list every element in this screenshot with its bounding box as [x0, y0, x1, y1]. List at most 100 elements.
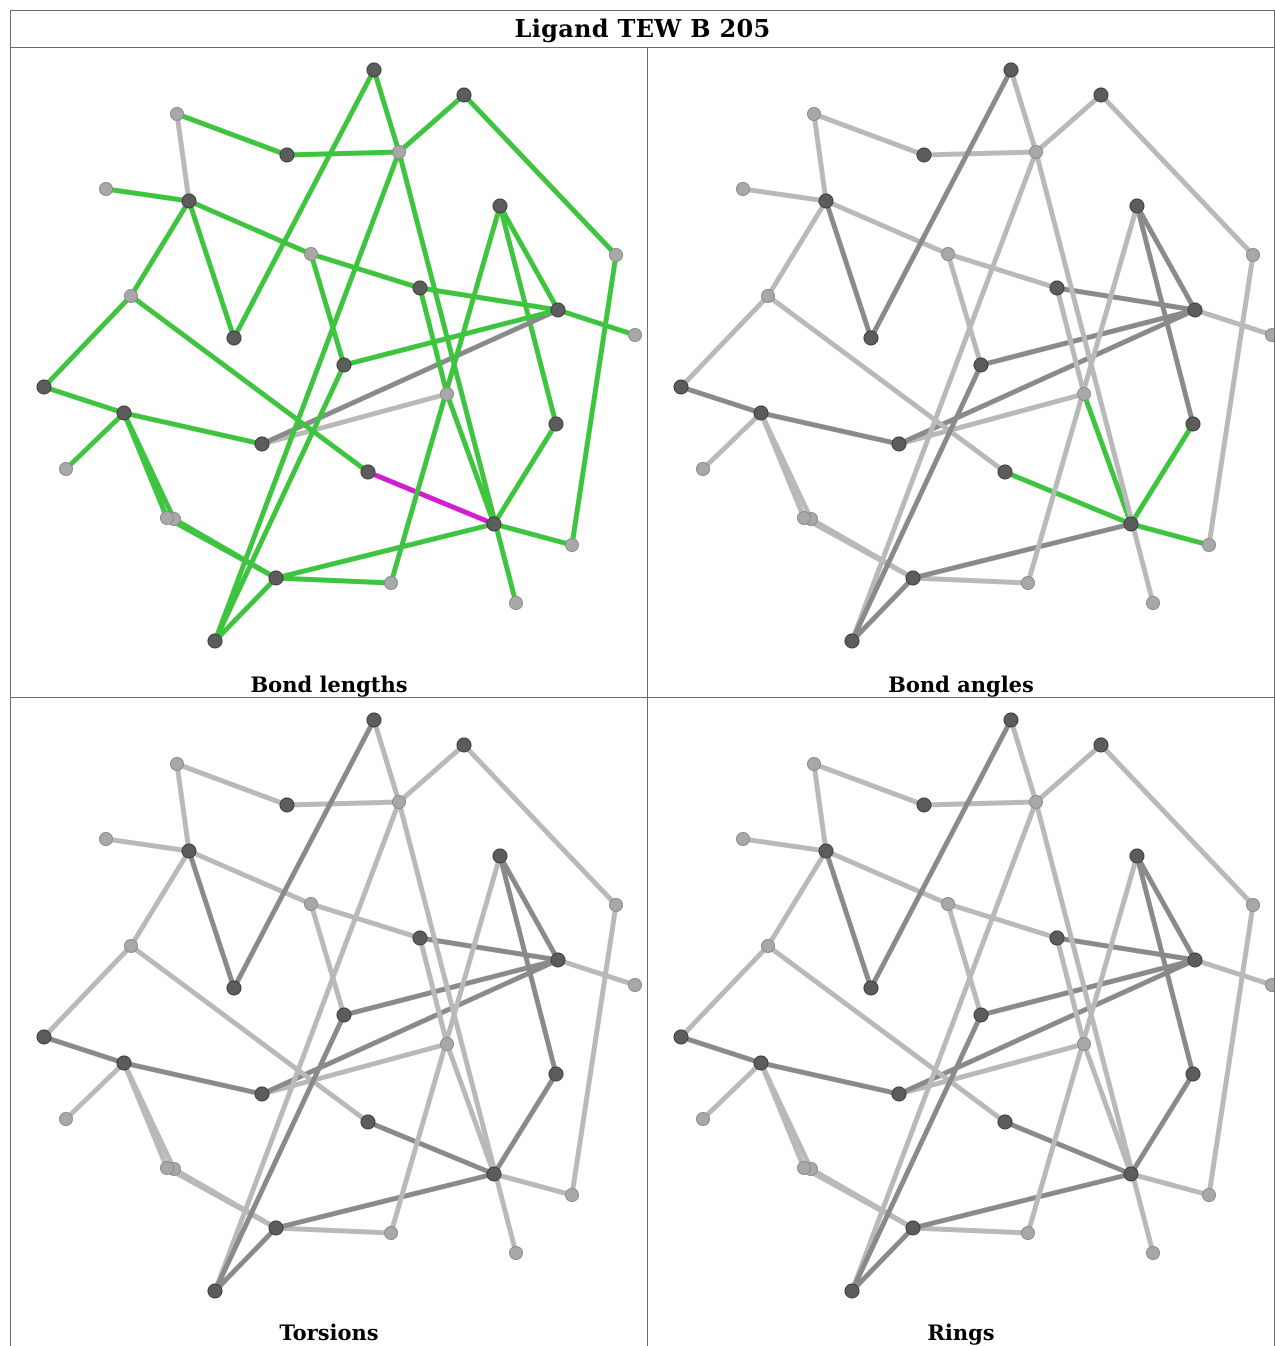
- bond: [103, 186, 192, 204]
- atom: [550, 302, 566, 318]
- bond: [896, 957, 1198, 1097]
- bond: [569, 902, 619, 1198]
- atom: [509, 1246, 523, 1260]
- bond: [978, 957, 1198, 1018]
- bond: [823, 198, 951, 257]
- atom: [124, 939, 138, 953]
- bond: [121, 1060, 177, 1172]
- atom: [753, 405, 769, 421]
- atom: [59, 1112, 73, 1126]
- atom: [997, 1114, 1013, 1130]
- bond: [740, 186, 829, 204]
- bond: [945, 251, 1060, 291]
- bond: [1128, 521, 1212, 548]
- page-title: Ligand TEW B 205: [514, 14, 771, 43]
- bond: [174, 761, 192, 854]
- bond: [1054, 285, 1198, 313]
- atom: [1123, 516, 1139, 532]
- atom: [1029, 145, 1043, 159]
- atom: [304, 897, 318, 911]
- bond: [128, 293, 371, 475]
- atom: [1003, 62, 1019, 78]
- bond: [212, 1012, 347, 1294]
- bond: [497, 853, 561, 963]
- atom: [226, 330, 242, 346]
- bond: [273, 521, 497, 581]
- bond: [212, 362, 347, 644]
- bond: [212, 575, 279, 644]
- atom: [207, 633, 223, 649]
- atom: [160, 1161, 174, 1175]
- atom: [36, 379, 52, 395]
- bond: [811, 111, 927, 158]
- bond: [41, 943, 134, 1040]
- atom: [486, 1166, 502, 1182]
- bond: [555, 957, 638, 988]
- atom: [628, 978, 642, 992]
- atom: [628, 328, 642, 342]
- bond: [740, 836, 829, 854]
- bond: [801, 515, 916, 581]
- bond: [1206, 252, 1256, 548]
- bond: [868, 717, 1014, 991]
- bond: [41, 293, 134, 390]
- atom: [753, 1055, 769, 1071]
- bond: [868, 67, 1014, 341]
- bond: [811, 111, 829, 204]
- atom: [59, 462, 73, 476]
- atom: [1049, 930, 1065, 946]
- bond: [1098, 742, 1256, 908]
- bond: [497, 203, 561, 313]
- bond: [1008, 717, 1039, 805]
- border-left: [10, 10, 11, 1346]
- bond: [1206, 902, 1256, 1198]
- atom: [366, 62, 382, 78]
- bond: [308, 901, 423, 941]
- bond: [491, 521, 575, 548]
- panel-caption: Rings: [927, 1320, 995, 1345]
- atom: [891, 436, 907, 452]
- atom: [116, 405, 132, 421]
- bond: [273, 1171, 497, 1231]
- bond: [461, 742, 619, 908]
- molecule-diagram-bond-angles: [673, 62, 1274, 649]
- atom: [997, 464, 1013, 480]
- atom: [181, 843, 197, 859]
- bond: [765, 293, 1008, 475]
- atom: [268, 1220, 284, 1236]
- panel-torsions: Torsions: [11, 698, 647, 1346]
- bond: [63, 410, 127, 472]
- bond: [849, 149, 1039, 644]
- bond: [1054, 935, 1087, 1047]
- atom: [548, 1066, 564, 1082]
- bond: [417, 285, 450, 397]
- atom: [1187, 952, 1203, 968]
- atom: [207, 1283, 223, 1299]
- bond: [371, 717, 402, 805]
- atom: [36, 1029, 52, 1045]
- bond: [41, 384, 127, 416]
- atom: [1202, 538, 1216, 552]
- bond: [910, 521, 1134, 581]
- bond: [365, 1119, 497, 1177]
- bond: [231, 717, 377, 991]
- atom: [1146, 1246, 1160, 1260]
- border-center: [647, 47, 648, 1346]
- atom: [797, 1161, 811, 1175]
- bond: [121, 1060, 265, 1097]
- atom: [456, 87, 472, 103]
- atom: [492, 198, 508, 214]
- molecule-diagram-torsions: [36, 712, 642, 1299]
- atom: [797, 511, 811, 525]
- atom: [905, 570, 921, 586]
- bond: [910, 1171, 1134, 1231]
- atom: [807, 757, 821, 771]
- bond: [811, 761, 927, 808]
- atom: [509, 596, 523, 610]
- atom: [1246, 248, 1260, 262]
- bond: [978, 307, 1198, 368]
- bond: [371, 67, 402, 155]
- atom: [492, 848, 508, 864]
- bond: [801, 1165, 916, 1231]
- molecule-diagram-rings: [673, 712, 1274, 1299]
